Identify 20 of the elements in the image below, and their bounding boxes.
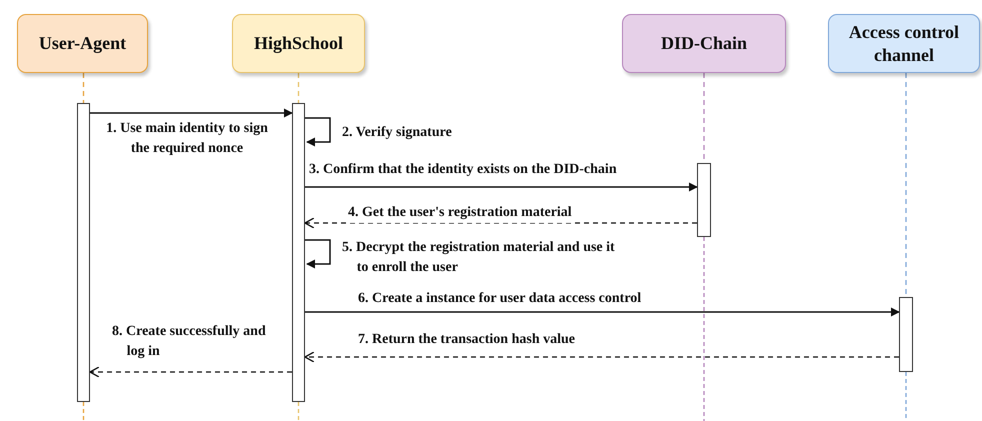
lifeline xyxy=(298,73,300,103)
message-arrow xyxy=(304,351,899,363)
activation-bar xyxy=(77,103,90,402)
participant-box: DID-Chain xyxy=(622,14,786,73)
lifeline xyxy=(905,73,907,297)
message-arrow xyxy=(305,239,331,268)
lifeline xyxy=(82,73,84,103)
message-arrow xyxy=(304,217,697,229)
activation-bar xyxy=(292,103,305,402)
activation-bar xyxy=(899,297,913,372)
activation-bar xyxy=(697,163,711,237)
message-arrow xyxy=(305,117,331,146)
message-arrow xyxy=(305,308,900,316)
message-arrow xyxy=(90,108,293,118)
participant-box: User-Agent xyxy=(17,14,148,73)
participant-box: Access control channel xyxy=(828,14,980,73)
edge-label: 4. Get the user's registration material xyxy=(348,203,572,224)
message-arrow xyxy=(89,366,292,378)
participant-box: HighSchool xyxy=(232,14,365,73)
message-arrow xyxy=(305,182,698,192)
